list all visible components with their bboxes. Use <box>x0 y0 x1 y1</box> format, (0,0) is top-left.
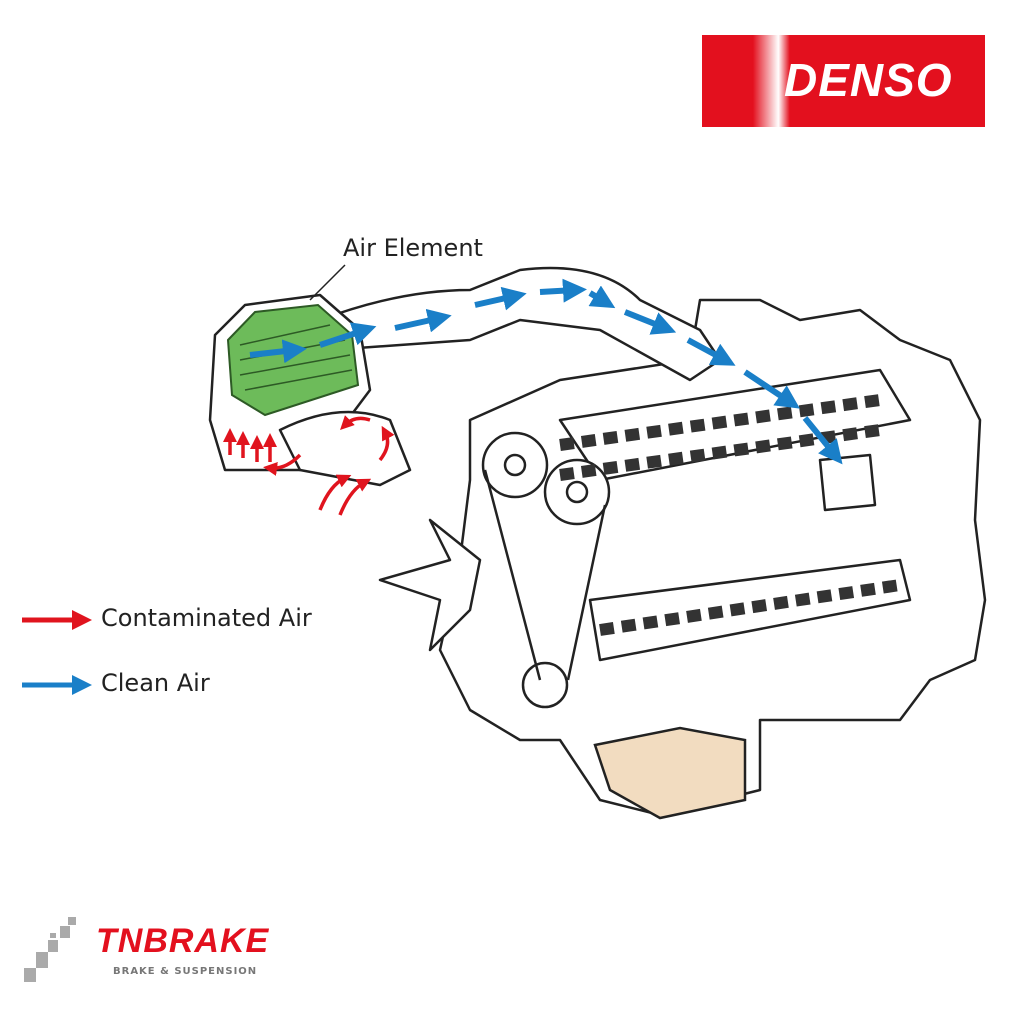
air-inlet <box>278 410 412 487</box>
oil-pan <box>593 726 747 820</box>
piston <box>818 453 877 512</box>
legend-contaminated-air: Contaminated Air <box>101 604 312 632</box>
legend-clean-air: Clean Air <box>101 669 210 697</box>
cooling-fan <box>378 518 482 652</box>
tnbrake-checker-icon <box>24 917 76 982</box>
clean-air-flow-arrows <box>249 278 843 465</box>
denso-logo: DENSO <box>702 35 985 127</box>
timing-belt <box>483 469 607 681</box>
air-element-label: Air Element <box>343 234 483 262</box>
crankcase <box>588 558 912 662</box>
intake-duct <box>318 266 722 382</box>
tnbrake-tagline: BRAKE & SUSPENSION <box>113 966 258 977</box>
crank-pulley <box>521 661 569 709</box>
contaminated-air-flow-arrows <box>223 415 395 516</box>
tnbrake-logo: TNBRAKE <box>96 922 270 960</box>
denso-logo-text: DENSO <box>784 54 953 106</box>
